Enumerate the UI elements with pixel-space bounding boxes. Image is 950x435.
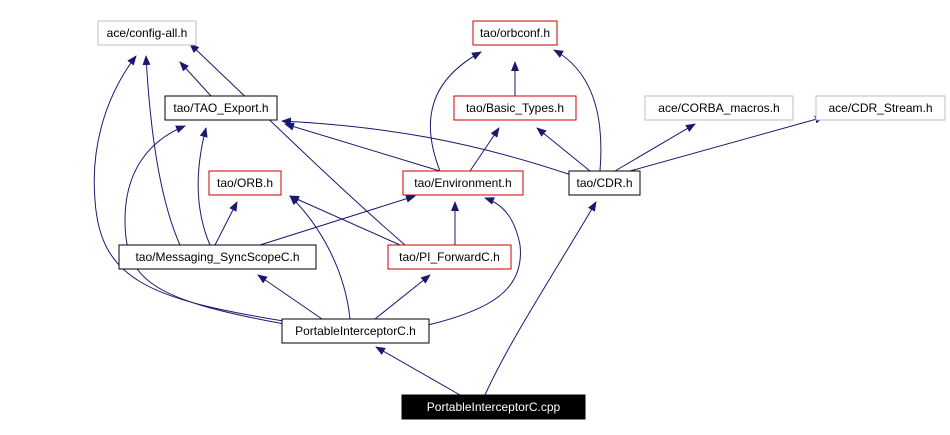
node-cdr-stream: ace/CDR_Stream.h bbox=[815, 95, 946, 121]
node-portable-h[interactable]: PortableInterceptorC.h bbox=[281, 318, 430, 344]
edge-cdr-to-corba_macros bbox=[614, 123, 696, 172]
node-box bbox=[387, 244, 512, 270]
node-box bbox=[644, 95, 794, 121]
node-label: tao/ORB.h bbox=[217, 176, 273, 190]
node-box bbox=[815, 95, 946, 121]
edge-cdr-to-tao_export bbox=[281, 117, 581, 179]
edge-environment-to-orbconf bbox=[429, 51, 482, 172]
edge-messaging-to-environment bbox=[259, 194, 416, 246]
node-root[interactable]: PortableInterceptorC.cpp bbox=[401, 394, 586, 420]
node-messaging[interactable]: tao/Messaging_SyncScopeC.h bbox=[118, 244, 317, 270]
node-label: ace/config-all.h bbox=[107, 26, 188, 40]
edge-root-to-portable_h bbox=[375, 346, 461, 396]
node-corba-macros: ace/CORBA_macros.h bbox=[644, 95, 794, 121]
edge-portable_h-to-pi_forward bbox=[374, 274, 431, 320]
node-cdr[interactable]: tao/CDR.h bbox=[568, 170, 641, 196]
edge-messaging-to-config_all bbox=[142, 55, 181, 246]
edge-cdr-to-cdr_stream bbox=[629, 115, 825, 172]
node-tao-export[interactable]: tao/TAO_Export.h bbox=[164, 95, 278, 121]
node-environment[interactable]: tao/Environment.h bbox=[402, 170, 524, 196]
node-label: tao/Environment.h bbox=[414, 176, 511, 190]
edge-tao_export-to-config_all bbox=[179, 61, 212, 97]
edge-environment-to-tao_export bbox=[284, 122, 441, 172]
node-label: tao/TAO_Export.h bbox=[173, 101, 268, 115]
node-box bbox=[97, 20, 197, 46]
node-box bbox=[208, 170, 282, 196]
node-box bbox=[164, 95, 278, 121]
node-orb[interactable]: tao/ORB.h bbox=[208, 170, 282, 196]
node-box bbox=[401, 394, 586, 420]
edge-cdr-to-basic_types bbox=[536, 127, 591, 172]
node-box bbox=[281, 318, 430, 344]
node-box bbox=[472, 20, 558, 46]
edge-pi_forward-to-config_all bbox=[189, 43, 406, 246]
node-pi-forward[interactable]: tao/PI_ForwardC.h bbox=[387, 244, 512, 270]
node-box bbox=[568, 170, 641, 196]
node-box bbox=[118, 244, 317, 270]
node-label: ace/CDR_Stream.h bbox=[828, 101, 932, 115]
node-label: PortableInterceptorC.cpp bbox=[427, 400, 561, 414]
node-orbconf[interactable]: tao/orbconf.h bbox=[472, 20, 558, 46]
nodes-layer: ace/config-all.h tao/orbconf.h tao/TAO_Exp… bbox=[97, 20, 946, 420]
node-label: tao/Basic_Types.h bbox=[466, 101, 564, 115]
node-label: ace/CORBA_macros.h bbox=[658, 101, 779, 115]
edge-messaging-to-tao_export bbox=[197, 127, 211, 246]
edges-layer bbox=[93, 43, 825, 396]
edge-portable_h-to-environment bbox=[427, 197, 521, 326]
node-basic-types[interactable]: tao/Basic_Types.h bbox=[453, 95, 577, 121]
node-box bbox=[453, 95, 577, 121]
edge-portable_h-to-messaging bbox=[257, 274, 323, 320]
edge-pi_forward-to-orb bbox=[289, 195, 401, 246]
node-label: tao/CDR.h bbox=[576, 176, 632, 190]
edge-portable_h-to-orb bbox=[289, 195, 351, 320]
edge-root-to-cdr bbox=[484, 201, 597, 396]
node-label: tao/PI_ForwardC.h bbox=[399, 250, 500, 264]
edge-cdr-to-orbconf bbox=[553, 49, 602, 172]
edge-portable_h-to-tao_export bbox=[124, 125, 291, 326]
node-config-all: ace/config-all.h bbox=[97, 20, 197, 46]
node-box bbox=[402, 170, 524, 196]
node-label: PortableInterceptorC.h bbox=[295, 324, 416, 338]
edge-messaging-to-orb bbox=[214, 201, 238, 246]
node-label: tao/Messaging_SyncScopeC.h bbox=[135, 250, 299, 264]
node-label: tao/orbconf.h bbox=[480, 26, 550, 40]
